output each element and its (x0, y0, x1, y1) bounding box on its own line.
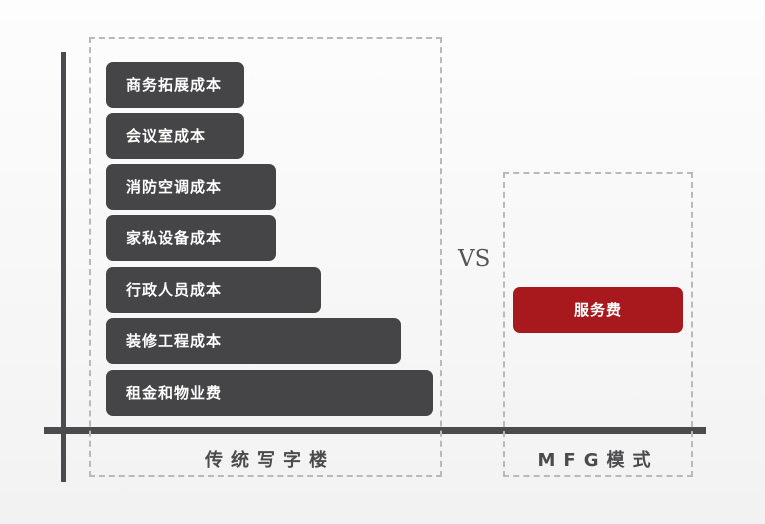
vs-label: VS (458, 246, 491, 272)
traditional-office-frame (89, 37, 442, 477)
cost-bar-admin-staff: 行政人员成本 (106, 267, 321, 313)
cost-bar-business-development: 商务拓展成本 (106, 62, 244, 108)
cost-bar-renovation: 装修工程成本 (106, 318, 401, 364)
cost-bar-fire-hvac: 消防空调成本 (106, 164, 276, 210)
traditional-office-caption: 传统写字楼 (205, 450, 335, 471)
vertical-axis (61, 52, 66, 482)
horizontal-axis (44, 427, 706, 434)
cost-bar-furniture-equipment: 家私设备成本 (106, 215, 276, 261)
service-fee-bar: 服务费 (513, 287, 683, 333)
mfg-model-caption: MFG模式 (537, 450, 659, 471)
mfg-model-frame (503, 172, 693, 477)
cost-bar-meeting-room: 会议室成本 (106, 113, 244, 159)
cost-bar-rent-property: 租金和物业费 (106, 370, 433, 416)
